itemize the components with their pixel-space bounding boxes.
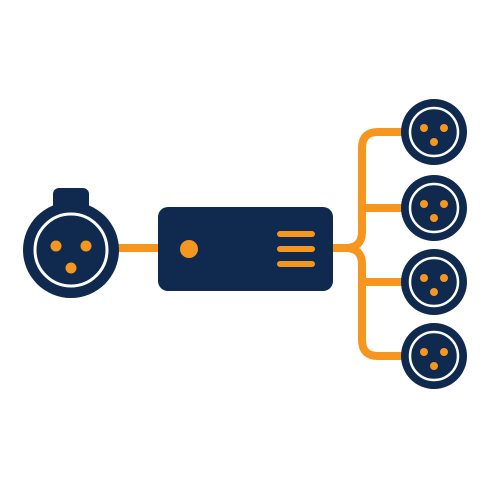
output-pin-1 <box>420 124 428 132</box>
input-pin-2 <box>80 240 92 252</box>
output-pin-2 <box>440 348 448 356</box>
input-pin-3 <box>65 262 77 274</box>
cables <box>106 128 412 360</box>
output-pin-3 <box>430 214 438 222</box>
vent-lines-icon <box>277 231 315 267</box>
vent-line <box>277 231 315 237</box>
output-branch-upper <box>341 128 412 252</box>
output-pin-3 <box>430 288 438 296</box>
output-pin-2 <box>440 200 448 208</box>
output-pin-1 <box>420 200 428 208</box>
xlr-female-input-connector-icon <box>23 188 119 298</box>
vent-line <box>277 261 315 267</box>
input-connector-body <box>23 202 119 298</box>
output-pin-1 <box>420 348 428 356</box>
input-connector-ring <box>33 212 109 288</box>
xlr-output-connector-icon <box>401 249 467 315</box>
output-pin-2 <box>440 124 448 132</box>
output-pin-1 <box>420 274 428 282</box>
output-pin-3 <box>430 362 438 370</box>
output-connectors <box>401 99 467 389</box>
output-connector-ring <box>408 330 460 382</box>
output-branch-lower <box>341 244 412 360</box>
xlr-output-connector-icon <box>401 175 467 241</box>
splitter-box-body <box>158 207 333 291</box>
xlr-output-connector-icon <box>401 323 467 389</box>
xlr-output-connector-icon <box>401 99 467 165</box>
output-connector-ring <box>408 256 460 308</box>
output-pin-3 <box>430 138 438 146</box>
input-pin-1 <box>50 240 62 252</box>
vent-line <box>277 246 315 252</box>
splitter-box-icon <box>158 207 333 291</box>
output-pin-2 <box>440 274 448 282</box>
output-connector-ring <box>408 182 460 234</box>
power-led-icon <box>180 240 198 258</box>
output-connector-ring <box>408 106 460 158</box>
